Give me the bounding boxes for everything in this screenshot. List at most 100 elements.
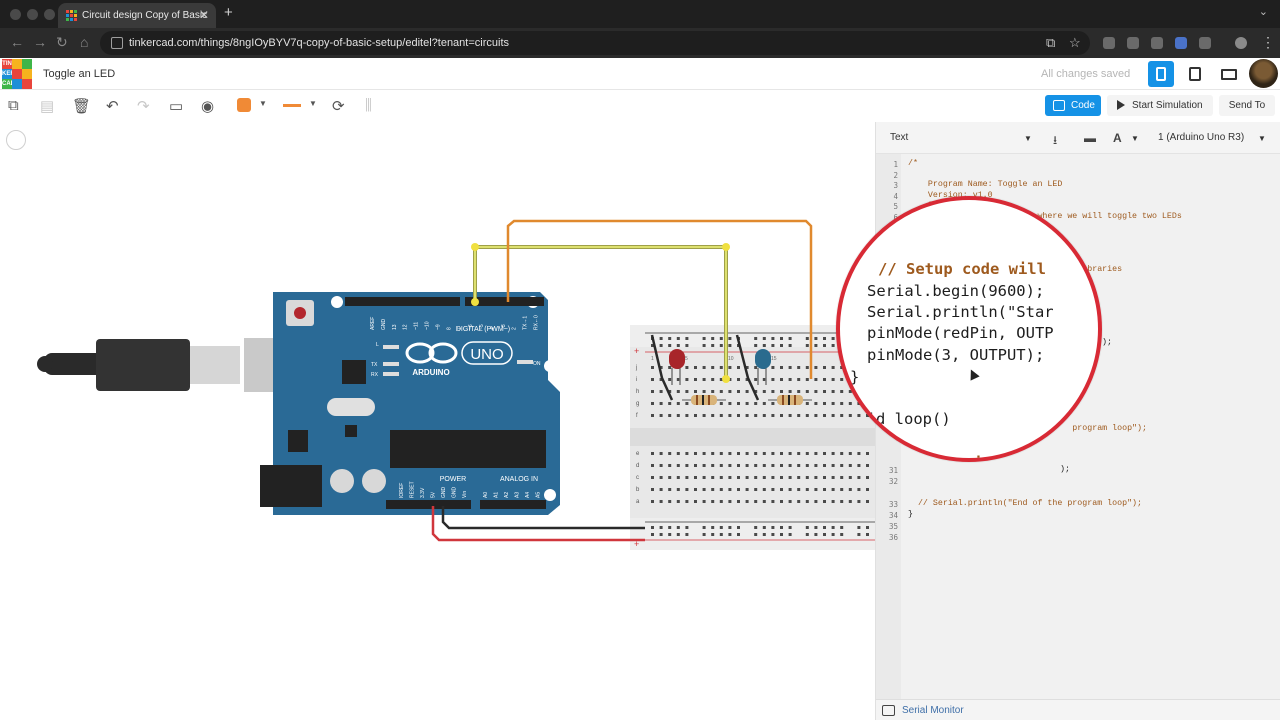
breadboard-hole[interactable]	[805, 526, 809, 529]
breadboard-hole[interactable]	[866, 500, 869, 503]
schematic-view-button[interactable]	[1182, 61, 1208, 87]
breadboard-hole[interactable]	[676, 390, 680, 393]
breadboard-hole[interactable]	[694, 488, 697, 491]
breadboard-hole[interactable]	[848, 464, 852, 467]
breadboard-hole[interactable]	[719, 390, 723, 393]
breadboard-hole[interactable]	[823, 488, 826, 491]
breadboard-hole[interactable]	[651, 488, 654, 491]
breadboard-hole[interactable]	[745, 402, 749, 405]
breadboard-hole[interactable]	[719, 337, 723, 340]
breadboard-hole[interactable]	[702, 500, 706, 503]
breadboard-hole[interactable]	[651, 500, 654, 503]
breadboard-hole[interactable]	[685, 344, 689, 347]
breadboard-hole[interactable]	[676, 452, 680, 455]
breadboard-hole[interactable]	[771, 526, 775, 529]
extension-icon[interactable]	[1151, 37, 1163, 49]
breadboard-hole[interactable]	[651, 414, 654, 417]
breadboard-hole[interactable]	[685, 476, 689, 479]
back-arrow-icon[interactable]: ←	[10, 34, 24, 50]
redo-icon[interactable]: ↷	[137, 98, 150, 115]
breadboard-hole[interactable]	[840, 464, 844, 467]
breadboard-hole[interactable]	[788, 344, 792, 347]
breadboard-hole[interactable]	[780, 378, 783, 381]
breadboard-hole[interactable]	[780, 533, 783, 536]
breadboard-hole[interactable]	[814, 390, 818, 393]
breadboard-hole[interactable]	[840, 488, 844, 491]
breadboard-hole[interactable]	[797, 500, 801, 503]
breadboard-hole[interactable]	[762, 378, 766, 381]
breadboard-hole[interactable]	[668, 488, 672, 491]
breadboard-hole[interactable]	[805, 402, 809, 405]
breadboard-hole[interactable]	[848, 500, 852, 503]
breadboard-hole[interactable]	[780, 526, 783, 529]
breadboard-hole[interactable]	[814, 526, 818, 529]
resistor-red-led[interactable]	[682, 395, 726, 405]
breadboard-hole[interactable]	[728, 402, 732, 405]
breadboard-hole[interactable]	[702, 533, 706, 536]
breadboard-hole[interactable]	[651, 366, 654, 369]
breadboard-hole[interactable]	[659, 526, 663, 529]
breadboard-hole[interactable]	[668, 402, 672, 405]
design-title[interactable]: Toggle an LED	[43, 68, 116, 80]
breadboard-hole[interactable]	[659, 414, 663, 417]
breadboard-hole[interactable]	[694, 414, 697, 417]
tab-close-icon[interactable]: ✕	[198, 8, 209, 22]
breadboard-hole[interactable]	[711, 452, 715, 455]
breadboard-hole[interactable]	[797, 464, 801, 467]
breadboard-hole[interactable]	[651, 526, 654, 529]
breadboard-hole[interactable]	[848, 414, 852, 417]
breadboard-hole[interactable]	[711, 390, 715, 393]
wire-gnd-black[interactable]	[441, 506, 645, 530]
breadboard-hole[interactable]	[797, 414, 801, 417]
breadboard-hole[interactable]	[702, 390, 706, 393]
breadboard-hole[interactable]	[771, 533, 775, 536]
breadboard-hole[interactable]	[728, 488, 732, 491]
breadboard-hole[interactable]	[659, 366, 663, 369]
breadboard-hole[interactable]	[831, 533, 835, 536]
breadboard-hole[interactable]	[814, 378, 818, 381]
breadboard-hole[interactable]	[762, 500, 766, 503]
breadboard-hole[interactable]	[857, 526, 861, 529]
address-bar[interactable]: tinkercad.com/things/8ngIOyBYV7q-copy-of…	[100, 31, 1090, 55]
breadboard-hole[interactable]	[814, 500, 818, 503]
code-mode-select[interactable]: Text ▼	[884, 128, 1034, 148]
breadboard-hole[interactable]	[676, 476, 680, 479]
breadboard-hole[interactable]	[771, 452, 775, 455]
breadboard-hole[interactable]	[719, 452, 723, 455]
breadboard-hole[interactable]	[676, 402, 680, 405]
breadboard-hole[interactable]	[805, 344, 809, 347]
breadboard-hole[interactable]	[780, 476, 783, 479]
breadboard-hole[interactable]	[659, 533, 663, 536]
new-tab-icon[interactable]: +	[224, 4, 233, 21]
breadboard-hole[interactable]	[780, 488, 783, 491]
breadboard-hole[interactable]	[737, 464, 740, 467]
start-simulation-button[interactable]: Start Simulation	[1107, 95, 1213, 116]
breadboard-hole[interactable]	[866, 452, 869, 455]
breadboard-hole[interactable]	[857, 414, 861, 417]
extensions-puzzle-icon[interactable]	[1199, 37, 1211, 49]
breadboard-hole[interactable]	[728, 390, 732, 393]
chevron-down-icon[interactable]: ▼	[1131, 134, 1139, 143]
breadboard-hole[interactable]	[754, 390, 758, 393]
breadboard-hole[interactable]	[754, 526, 758, 529]
breadboard-hole[interactable]	[668, 526, 672, 529]
font-size-icon[interactable]: A	[1113, 131, 1122, 145]
breadboard-hole[interactable]	[745, 366, 749, 369]
breadboard-hole[interactable]	[823, 337, 826, 340]
breadboard-hole[interactable]	[651, 452, 654, 455]
breadboard-hole[interactable]	[728, 414, 732, 417]
breadboard-hole[interactable]	[840, 414, 844, 417]
breadboard-hole[interactable]	[805, 378, 809, 381]
breadboard-hole[interactable]	[840, 533, 844, 536]
breadboard-hole[interactable]	[719, 526, 723, 529]
blue-led[interactable]	[755, 349, 771, 385]
breadboard-hole[interactable]	[788, 476, 792, 479]
breadboard-hole[interactable]	[737, 526, 740, 529]
breadboard-hole[interactable]	[866, 526, 869, 529]
window-minimize-dot[interactable]	[27, 9, 38, 20]
breadboard-hole[interactable]	[788, 488, 792, 491]
breadboard-hole[interactable]	[719, 402, 723, 405]
breadboard-hole[interactable]	[814, 452, 818, 455]
breadboard-hole[interactable]	[840, 390, 844, 393]
breadboard-hole[interactable]	[685, 500, 689, 503]
